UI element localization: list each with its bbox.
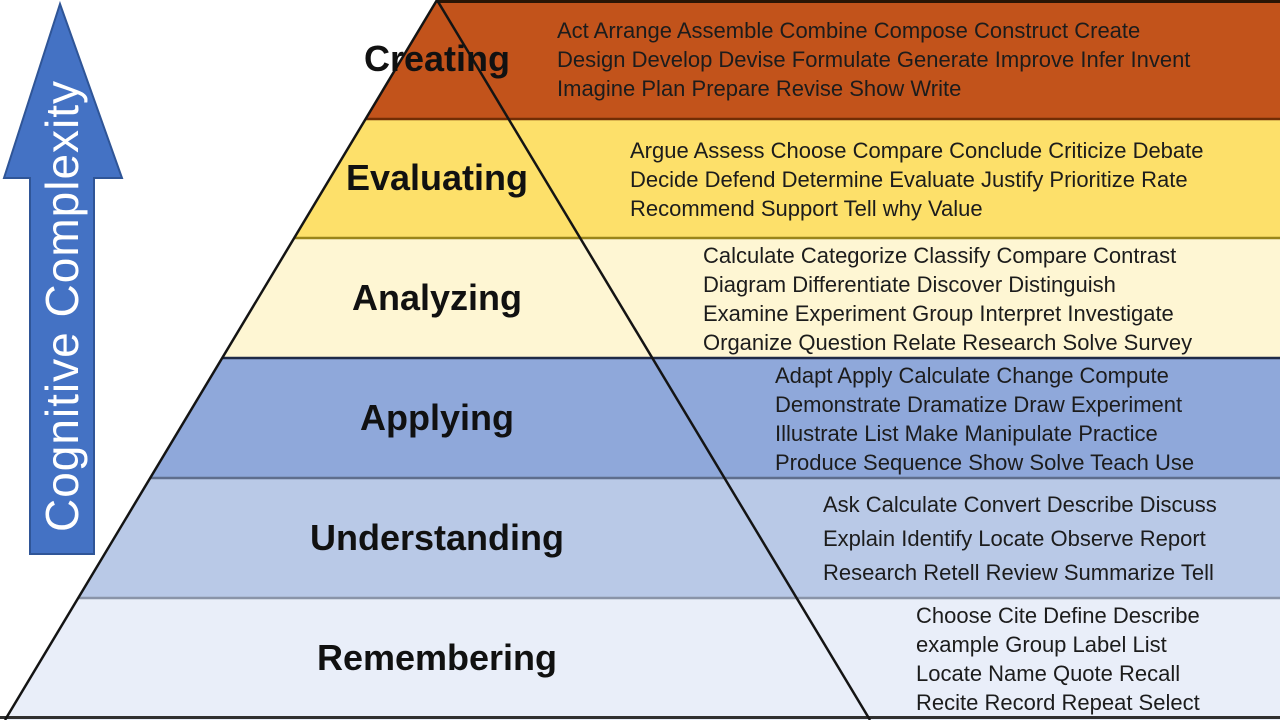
verb-line: Produce Sequence Show Solve Teach Use — [775, 450, 1195, 475]
band-shape-analyzing — [222, 238, 1280, 358]
band-label-understanding: Understanding — [309, 517, 564, 558]
cognitive-complexity-label: Cognitive Complexity — [36, 79, 88, 533]
band-shape-understanding — [78, 478, 1280, 598]
verb-line: Diagram Differentiate Discover Distingui… — [703, 272, 1116, 297]
band-shape-creating — [366, 0, 1280, 119]
pyramid-left-edge — [3, 0, 439, 720]
verb-line: Imagine Plan Prepare Revise Show Write — [557, 76, 962, 101]
band-label-remembering: Remembering — [316, 637, 558, 678]
verb-line: Organize Question Relate Research Solve … — [703, 330, 1193, 355]
band-label-creating: Creating — [363, 38, 511, 79]
verb-line: Explain Identify Locate Observe Report — [823, 526, 1206, 551]
band-label-evaluating: Evaluating — [345, 157, 529, 198]
verb-line: Illustrate List Make Manipulate Practice — [775, 421, 1158, 446]
band-shape-applying — [150, 358, 1280, 478]
band-label-applying: Applying — [360, 397, 514, 438]
band-verbs-understanding: Ask Calculate Convert Describe Discuss E… — [823, 488, 1217, 590]
band-shape-evaluating — [294, 119, 1280, 238]
verb-line: Recite Record Repeat Select — [916, 690, 1200, 715]
verb-line: Research Retell Review Summarize Tell — [823, 560, 1214, 585]
verb-line: Calculate Categorize Classify Compare Co… — [703, 243, 1177, 268]
verb-line: Adapt Apply Calculate Change Compute — [775, 363, 1169, 388]
verb-line: Design Develop Devise Formulate Generate… — [557, 47, 1191, 72]
band-verbs-remembering: Choose Cite Define Describe example Grou… — [916, 601, 1200, 717]
verb-line: Recommend Support Tell why Value — [630, 196, 983, 221]
verb-line: Ask Calculate Convert Describe Discuss — [823, 492, 1217, 517]
band-shape-remembering — [5, 598, 1280, 720]
verb-line: Act Arrange Assemble Combine Compose Con… — [557, 18, 1141, 43]
band-verbs-creating: Act Arrange Assemble Combine Compose Con… — [557, 16, 1190, 103]
verb-line: Locate Name Quote Recall — [916, 661, 1181, 686]
up-arrow-icon — [2, 0, 124, 555]
band-label-analyzing: Analyzing — [351, 277, 522, 318]
band-verbs-analyzing: Calculate Categorize Classify Compare Co… — [703, 241, 1192, 357]
band-verbs-evaluating: Argue Assess Choose Compare Conclude Cri… — [630, 136, 1204, 223]
verb-line: Examine Experiment Group Interpret Inves… — [703, 301, 1174, 326]
verb-line: Decide Defend Determine Evaluate Justify… — [630, 167, 1188, 192]
verb-line: Choose Cite Define Describe — [916, 603, 1200, 628]
verb-line: Argue Assess Choose Compare Conclude Cri… — [630, 138, 1204, 163]
band-verbs-applying: Adapt Apply Calculate Change Compute Dem… — [775, 361, 1194, 477]
pyramid-right-edge — [435, 0, 872, 720]
verb-line: example Group Label List — [916, 632, 1167, 657]
verb-line: Demonstrate Dramatize Draw Experiment — [775, 392, 1183, 417]
